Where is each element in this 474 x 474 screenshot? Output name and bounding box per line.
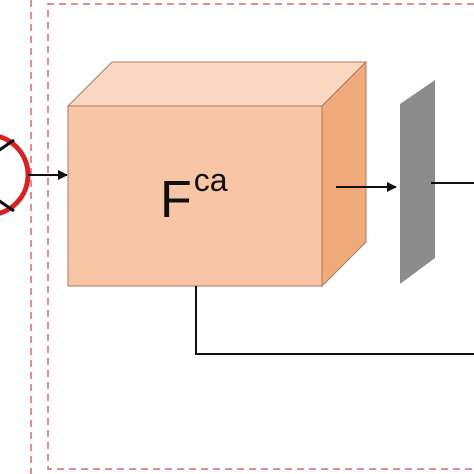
cube-front-face (67, 105, 323, 287)
cube-top-face (66, 61, 368, 107)
feature-label-superscript: ca (194, 162, 228, 198)
module-dashed-border (47, 3, 474, 470)
skip-connection-line (195, 286, 474, 355)
feature-cube: Fca (66, 60, 368, 288)
feature-label: Fca (160, 162, 228, 229)
feature-plane (400, 80, 435, 284)
operator-circle-icon (0, 134, 31, 216)
feature-label-base: F (160, 171, 192, 229)
